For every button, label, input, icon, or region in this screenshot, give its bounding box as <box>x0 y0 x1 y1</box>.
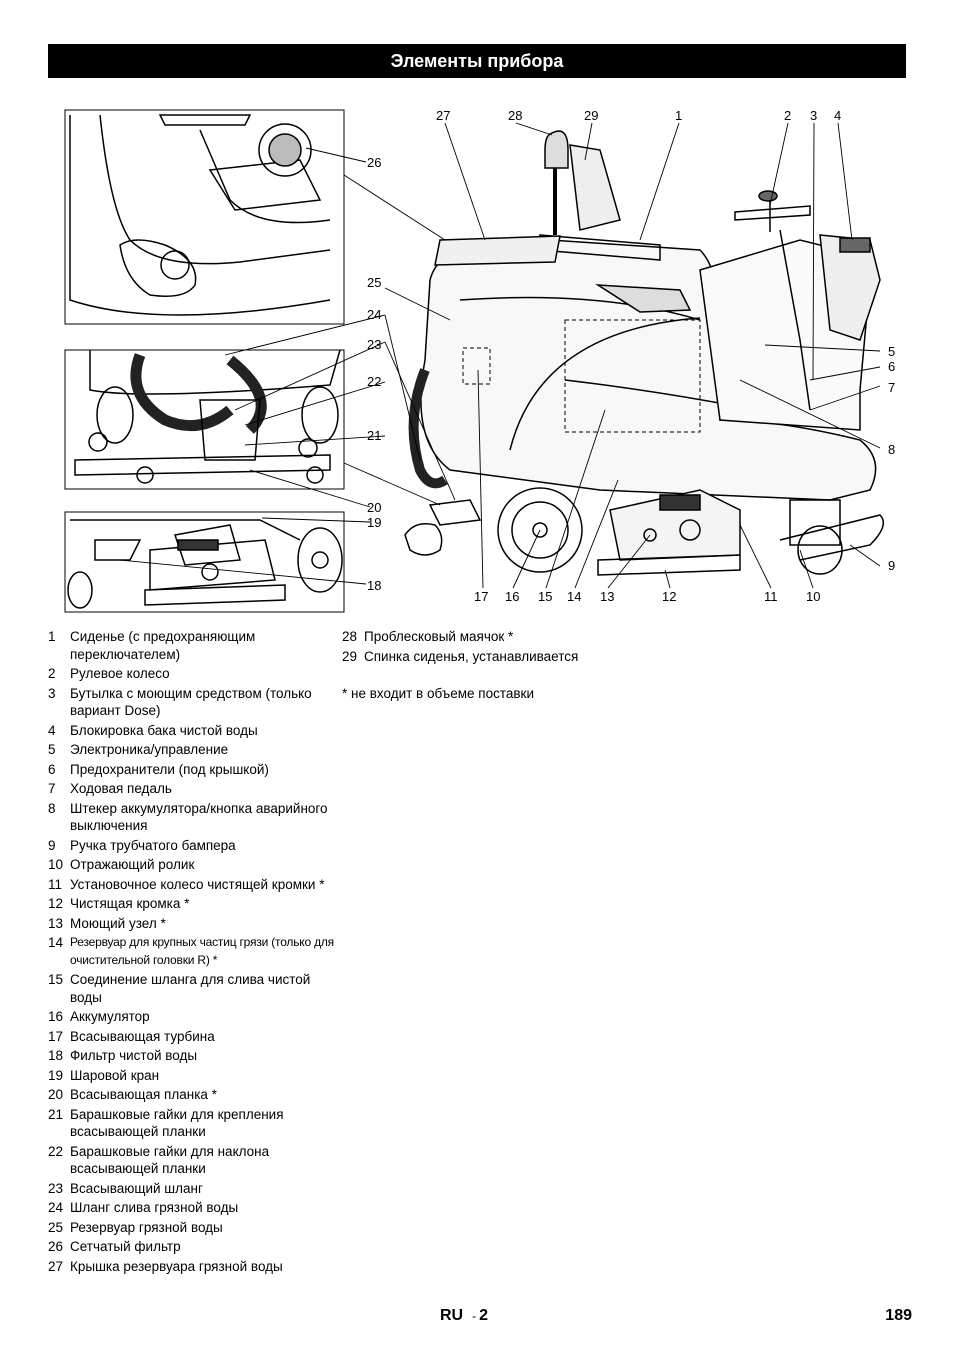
callout-23: 23 <box>367 337 381 352</box>
callout-18: 18 <box>367 578 381 593</box>
page-title: Элементы прибора <box>48 44 906 78</box>
callout-1: 1 <box>675 108 682 123</box>
footnote: * не входит в объеме поставки <box>342 686 534 701</box>
callout-13: 13 <box>600 589 614 604</box>
callout-8: 8 <box>888 442 895 457</box>
callout-19: 19 <box>367 515 381 530</box>
callout-numbers: 27 28 29 1 2 3 4 26 25 24 23 22 21 20 19… <box>367 108 895 604</box>
callout-2: 2 <box>784 108 791 123</box>
inset-filter-detail <box>64 109 345 325</box>
inset-suction-bar <box>64 349 345 490</box>
callout-16: 16 <box>505 589 519 604</box>
callout-21: 21 <box>367 428 381 443</box>
callout-22: 22 <box>367 374 381 389</box>
footer-dash: - <box>472 1309 477 1323</box>
callout-26: 26 <box>367 155 381 170</box>
callout-10: 10 <box>806 589 820 604</box>
footer-section-number: 2 <box>479 1307 489 1324</box>
callout-25: 25 <box>367 275 381 290</box>
callout-leader-lines <box>119 122 881 589</box>
callout-28: 28 <box>508 108 522 123</box>
callout-5: 5 <box>888 344 895 359</box>
callout-9: 9 <box>888 558 895 573</box>
callout-3: 3 <box>810 108 817 123</box>
main-machine <box>404 130 885 576</box>
callout-27: 27 <box>436 108 450 123</box>
callout-12: 12 <box>662 589 676 604</box>
footer-section: RU-2 <box>440 1307 488 1325</box>
callout-7: 7 <box>888 380 895 395</box>
callout-17: 17 <box>474 589 488 604</box>
callout-15: 15 <box>538 589 552 604</box>
callout-24: 24 <box>367 307 381 322</box>
callout-20: 20 <box>367 500 381 515</box>
footer-lang-code: RU <box>440 1307 464 1324</box>
callout-6: 6 <box>888 359 895 374</box>
callout-11: 11 <box>764 589 778 604</box>
machine-diagram: 27 28 29 1 2 3 4 26 25 24 23 22 21 20 19… <box>64 108 895 613</box>
inset-brush-head <box>64 511 345 613</box>
callout-4: 4 <box>834 108 841 123</box>
page-number: 189 <box>885 1307 912 1324</box>
page-title-text: Элементы прибора <box>390 50 564 71</box>
callout-14: 14 <box>567 589 581 604</box>
callout-29: 29 <box>584 108 598 123</box>
